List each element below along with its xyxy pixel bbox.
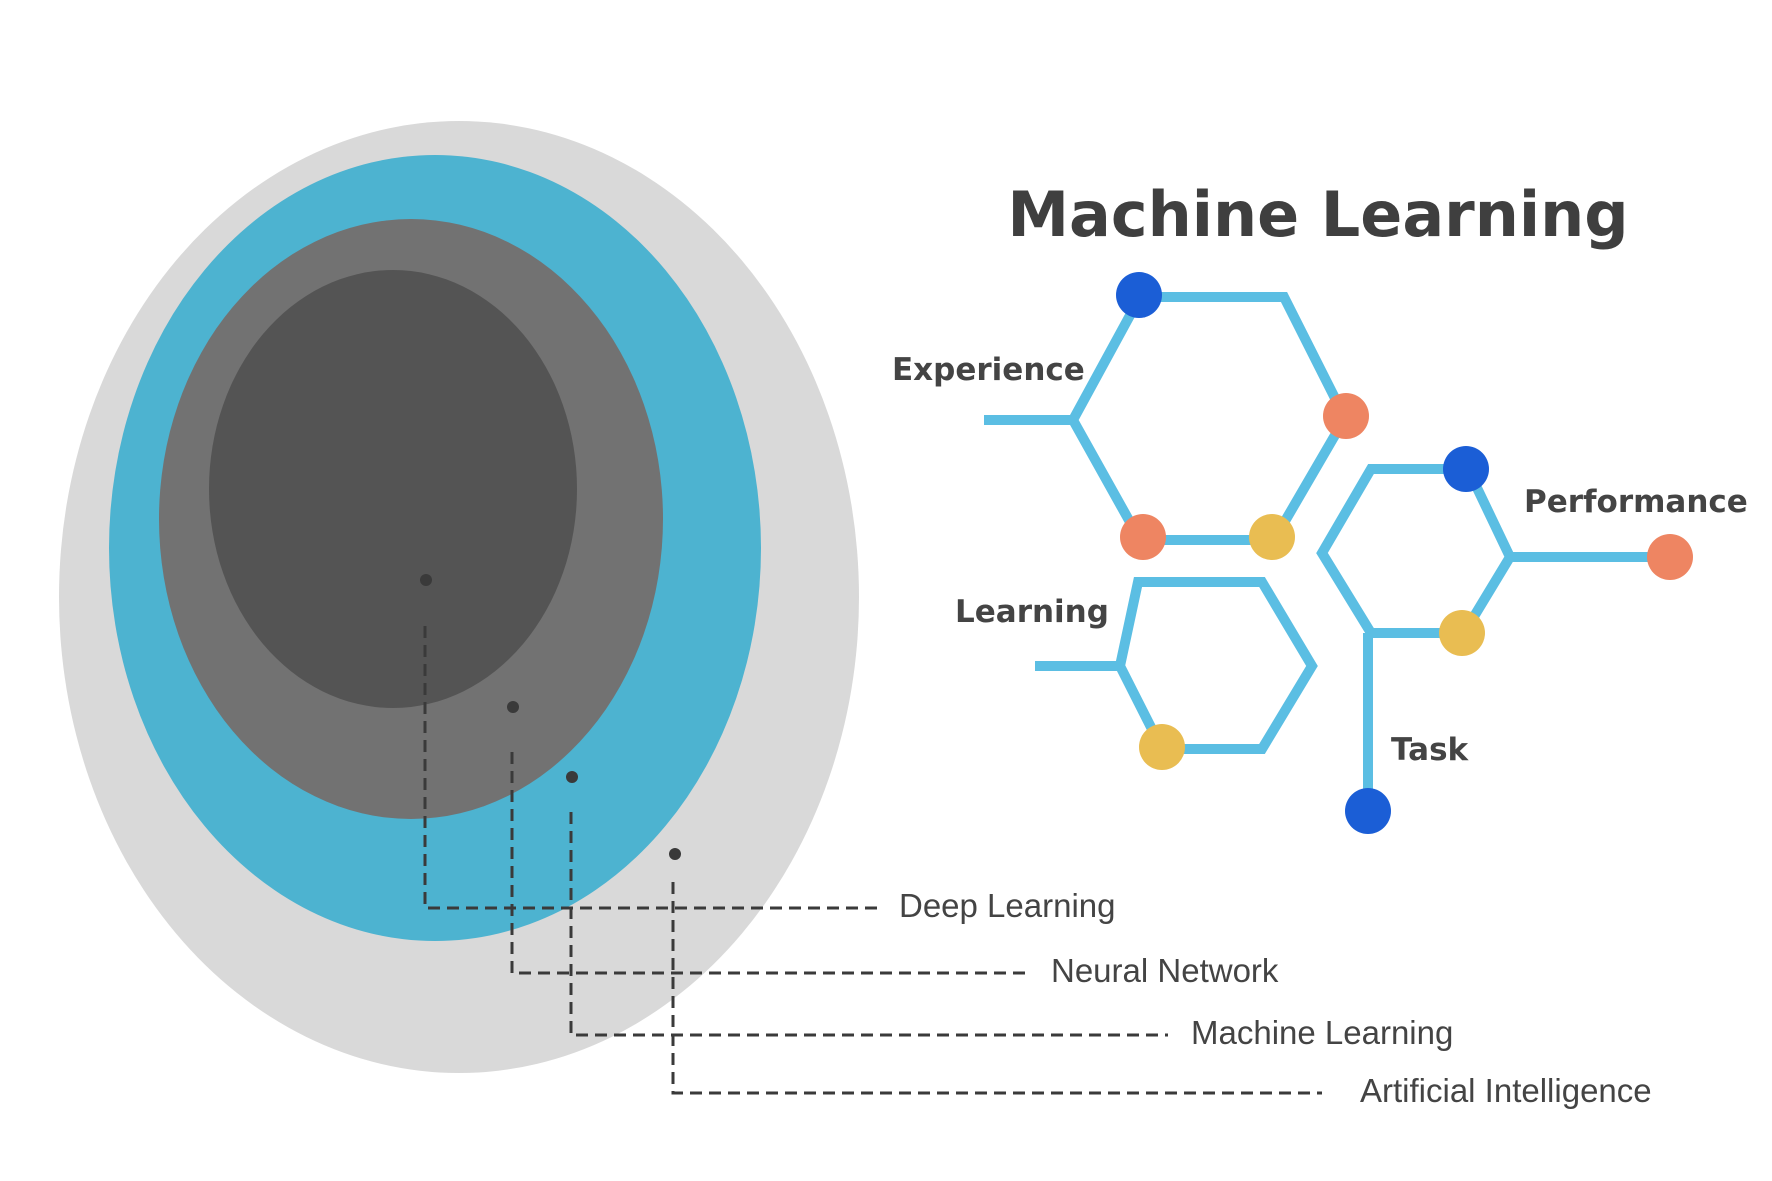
node-yellow — [1249, 514, 1295, 560]
marker-dot-neural-network — [507, 701, 519, 713]
hexagon-experience — [1067, 292, 1351, 545]
node-yellow — [1439, 610, 1485, 656]
node-orange — [1323, 393, 1369, 439]
legend-label-machine-learning: Machine Learning — [1191, 1014, 1453, 1051]
label-learning: Learning — [955, 594, 1109, 630]
leader-neural-network — [510, 752, 1025, 975]
node-blue — [1443, 446, 1489, 492]
legend-label-deep-learning: Deep Learning — [899, 887, 1116, 924]
marker-dot-deep-learning — [420, 574, 432, 586]
node-blue — [1345, 788, 1391, 834]
deep-learning-set — [209, 270, 577, 708]
label-experience: Experience — [892, 352, 1085, 388]
network-nodes — [1116, 272, 1693, 834]
node-yellow — [1139, 724, 1185, 770]
hexagon-learning — [1114, 577, 1318, 754]
network-labels: Experience Learning Performance Task — [892, 352, 1748, 768]
marker-dot-artificial-intelligence — [669, 848, 681, 860]
nested-sets — [59, 121, 859, 1073]
legend: Deep Learning Neural Network Machine Lea… — [899, 887, 1652, 1109]
page-title: Machine Learning — [1007, 178, 1628, 251]
legend-label-neural-network: Neural Network — [1051, 952, 1279, 989]
set-markers — [420, 574, 681, 860]
node-blue — [1116, 272, 1162, 318]
marker-dot-machine-learning — [566, 771, 578, 783]
leader-artificial-intelligence — [671, 882, 1322, 1095]
node-orange — [1120, 514, 1166, 560]
label-performance: Performance — [1524, 484, 1748, 520]
legend-label-artificial-intelligence: Artificial Intelligence — [1360, 1072, 1652, 1109]
node-orange — [1647, 534, 1693, 580]
hex-network — [984, 292, 1668, 810]
label-task: Task — [1391, 732, 1470, 768]
hexagon-performance — [1316, 464, 1516, 638]
leader-lines — [423, 626, 1322, 1095]
